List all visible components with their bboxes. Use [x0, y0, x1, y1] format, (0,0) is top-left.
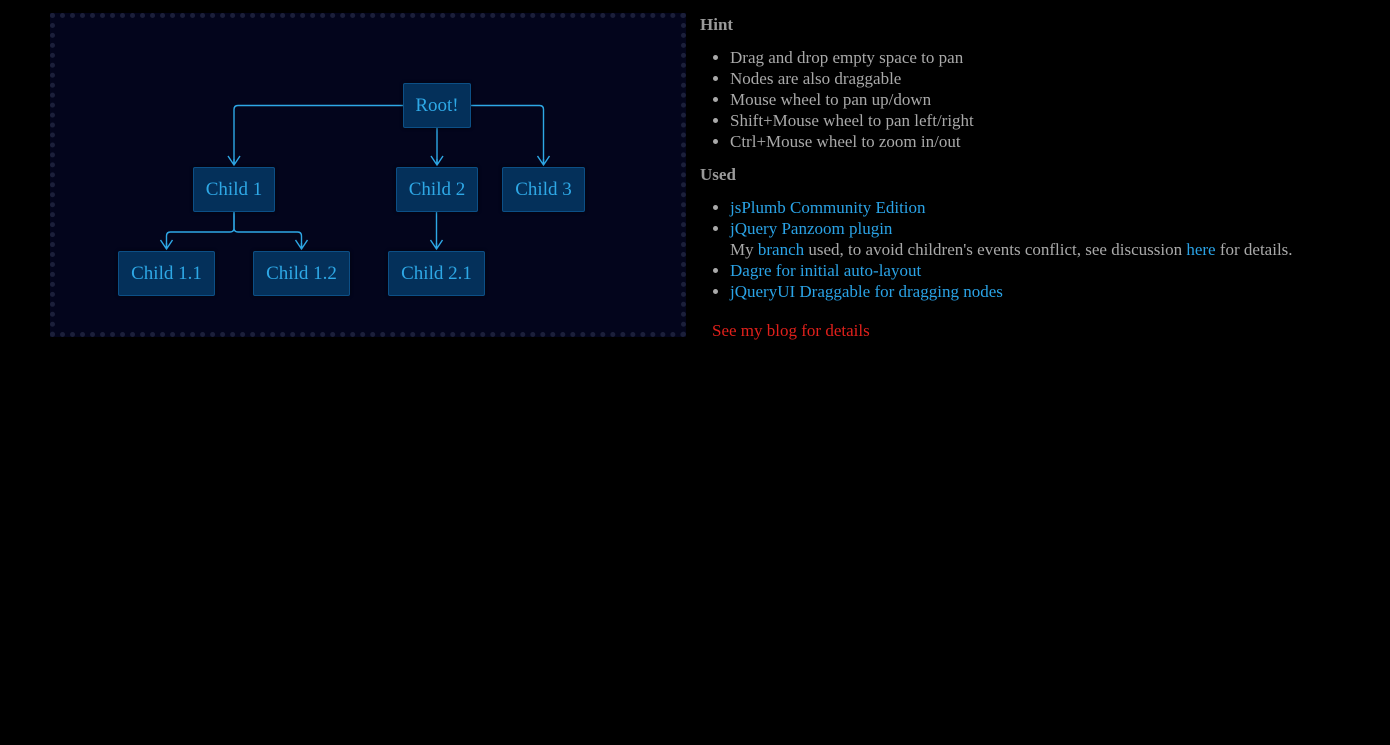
used-heading: Used [700, 165, 736, 184]
used-list: jsPlumb Community Edition jQuery Panzoom… [700, 197, 1380, 302]
edge-root-c1 [233, 104, 403, 165]
hint-item: Shift+Mouse wheel to pan left/right [730, 110, 1380, 131]
used-item: Dagre for initial auto-layout [730, 260, 1380, 281]
panzoom-note: My branch used, to avoid children's even… [730, 240, 1293, 259]
hint-item: Drag and drop empty space to pan [730, 47, 1380, 68]
arrowhead-c3 [536, 155, 551, 167]
used-item: jQuery Panzoom plugin My branch used, to… [730, 218, 1380, 260]
hint-heading: Hint [700, 15, 734, 34]
jsplumb-link[interactable]: jsPlumb Community Edition [730, 198, 926, 217]
edge-c1-c12 [233, 212, 303, 249]
node-child-1[interactable]: Child 1 [193, 167, 275, 212]
node-child-3[interactable]: Child 3 [502, 167, 585, 212]
panzoom-note-middle: used, to avoid children's events conflic… [804, 240, 1187, 259]
panzoom-note-prefix: My [730, 240, 758, 259]
dagre-link[interactable]: Dagre for initial auto-layout [730, 261, 922, 280]
edge-root-c3 [471, 104, 545, 165]
node-child-1-1[interactable]: Child 1.1 [118, 251, 215, 296]
arrowhead-c12 [294, 239, 309, 251]
used-item: jQueryUI Draggable for dragging nodes [730, 281, 1380, 302]
diagram-canvas[interactable]: Root! Child 1 Child 2 Child 3 Child 1.1 … [50, 13, 686, 337]
hint-list: Drag and drop empty space to pan Nodes a… [700, 47, 1380, 152]
arrowhead-c11 [159, 239, 174, 251]
node-root[interactable]: Root! [403, 83, 471, 128]
here-link[interactable]: here [1186, 240, 1216, 259]
diagram-edges [159, 104, 551, 251]
hint-item: Nodes are also draggable [730, 68, 1380, 89]
arrowhead-c1 [227, 155, 241, 167]
edge-c1-c11 [165, 212, 235, 249]
arrowhead-c21 [429, 239, 444, 251]
node-child-1-2[interactable]: Child 1.2 [253, 251, 350, 296]
panzoom-note-suffix: for details. [1215, 240, 1293, 259]
used-item: jsPlumb Community Edition [730, 197, 1380, 218]
info-panel: Hint Drag and drop empty space to pan No… [700, 14, 1380, 341]
branch-link[interactable]: branch [757, 240, 805, 259]
node-child-2-1[interactable]: Child 2.1 [388, 251, 485, 296]
hint-item: Mouse wheel to pan up/down [730, 89, 1380, 110]
panzoom-link[interactable]: jQuery Panzoom plugin [730, 219, 893, 238]
blog-link[interactable]: See my blog for details [712, 321, 870, 340]
arrowhead-c2 [430, 155, 444, 167]
node-child-2[interactable]: Child 2 [396, 167, 478, 212]
hint-item: Ctrl+Mouse wheel to zoom in/out [730, 131, 1380, 152]
draggable-link[interactable]: jQueryUI Draggable for dragging nodes [730, 282, 1003, 301]
